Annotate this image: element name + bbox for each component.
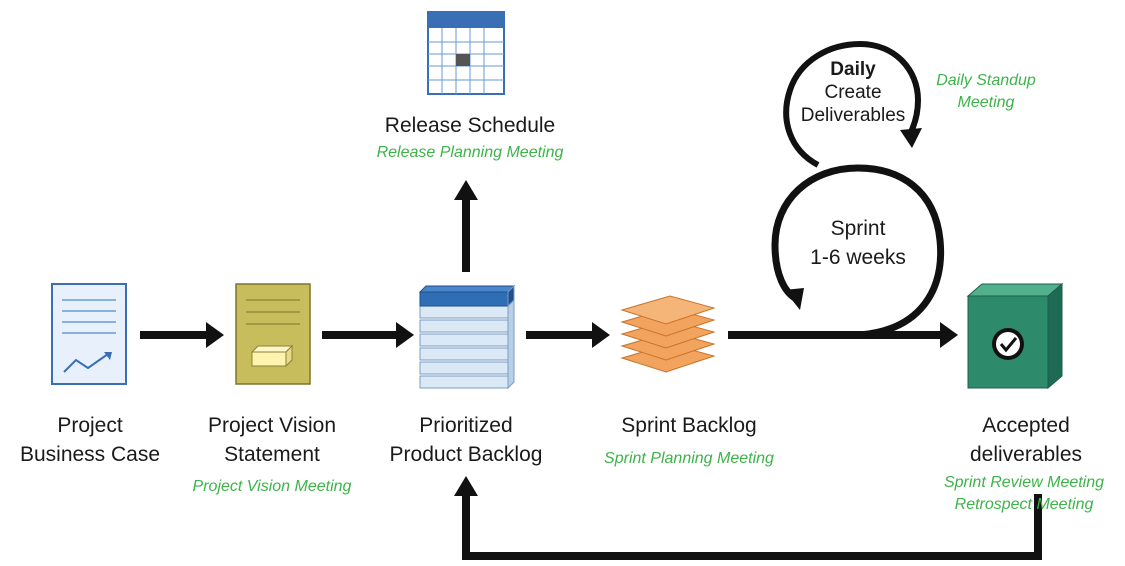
daily-loop-line2: Create	[824, 82, 882, 103]
release-calendar-icon	[427, 11, 505, 95]
accepted-deliverables-box-icon	[966, 282, 1064, 390]
sprint-loop-line1: Sprint	[830, 217, 886, 240]
release-schedule-title: Release Schedule	[384, 114, 556, 137]
review-meetings-label: Sprint Review Meeting Retrospect Meeting	[944, 472, 1104, 516]
vision-label: Project Vision Statement	[208, 411, 336, 469]
flow-arrows	[140, 200, 1042, 560]
business-case-document-icon	[51, 283, 127, 385]
business-case-title-line1: Project	[57, 414, 123, 437]
product-backlog-stack-icon	[418, 284, 516, 390]
daily-standup-line2: Meeting	[957, 94, 1015, 111]
product-backlog-title-line1: Prioritized	[419, 414, 513, 437]
daily-standup-line1: Daily Standup	[936, 72, 1036, 89]
arrow-feedback-to-backlog	[462, 494, 1042, 560]
sprint-review-meeting-label: Sprint Review Meeting	[943, 474, 1105, 491]
daily-loop-line3: Deliverables	[800, 105, 906, 126]
daily-loop-line1: Daily	[830, 59, 876, 80]
accepted-title-line1: Accepted	[982, 414, 1070, 437]
daily-standup-label: Daily Standup Meeting	[936, 70, 1036, 114]
product-backlog-title-line2: Product Backlog	[389, 443, 543, 466]
business-case-label: Project Business Case	[20, 411, 160, 469]
vision-meeting-label: Project Vision Meeting	[192, 478, 352, 495]
daily-loop-label: Daily Create Deliverables	[801, 58, 906, 127]
vision-title-line1: Project Vision	[207, 414, 337, 437]
business-case-title-line2: Business Case	[19, 443, 161, 466]
product-backlog-label: Prioritized Product Backlog	[390, 411, 543, 469]
sprint-loop-arrow	[771, 164, 945, 339]
vision-statement-icon	[235, 283, 311, 385]
daily-loop-arrow	[783, 40, 922, 168]
sprint-backlog-stack-icon	[620, 295, 716, 373]
accepted-deliverables-label: Accepted deliverables	[970, 411, 1082, 469]
vision-title-line2: Statement	[224, 443, 320, 466]
daily-loop-arrowhead	[900, 128, 922, 148]
sprint-meeting-label: Sprint Planning Meeting	[604, 450, 774, 467]
release-meeting-label: Release Planning Meeting	[376, 144, 564, 161]
sprint-loop-label: Sprint 1-6 weeks	[810, 214, 906, 272]
accepted-title-line2: deliverables	[969, 443, 1083, 466]
arrow-heads	[206, 180, 958, 496]
retrospect-meeting-label: Retrospect Meeting	[954, 496, 1094, 513]
sprint-loop-arrowhead	[784, 288, 804, 310]
sprint-loop-line2: 1-6 weeks	[810, 246, 906, 269]
sprint-backlog-title: Sprint Backlog	[621, 414, 757, 437]
